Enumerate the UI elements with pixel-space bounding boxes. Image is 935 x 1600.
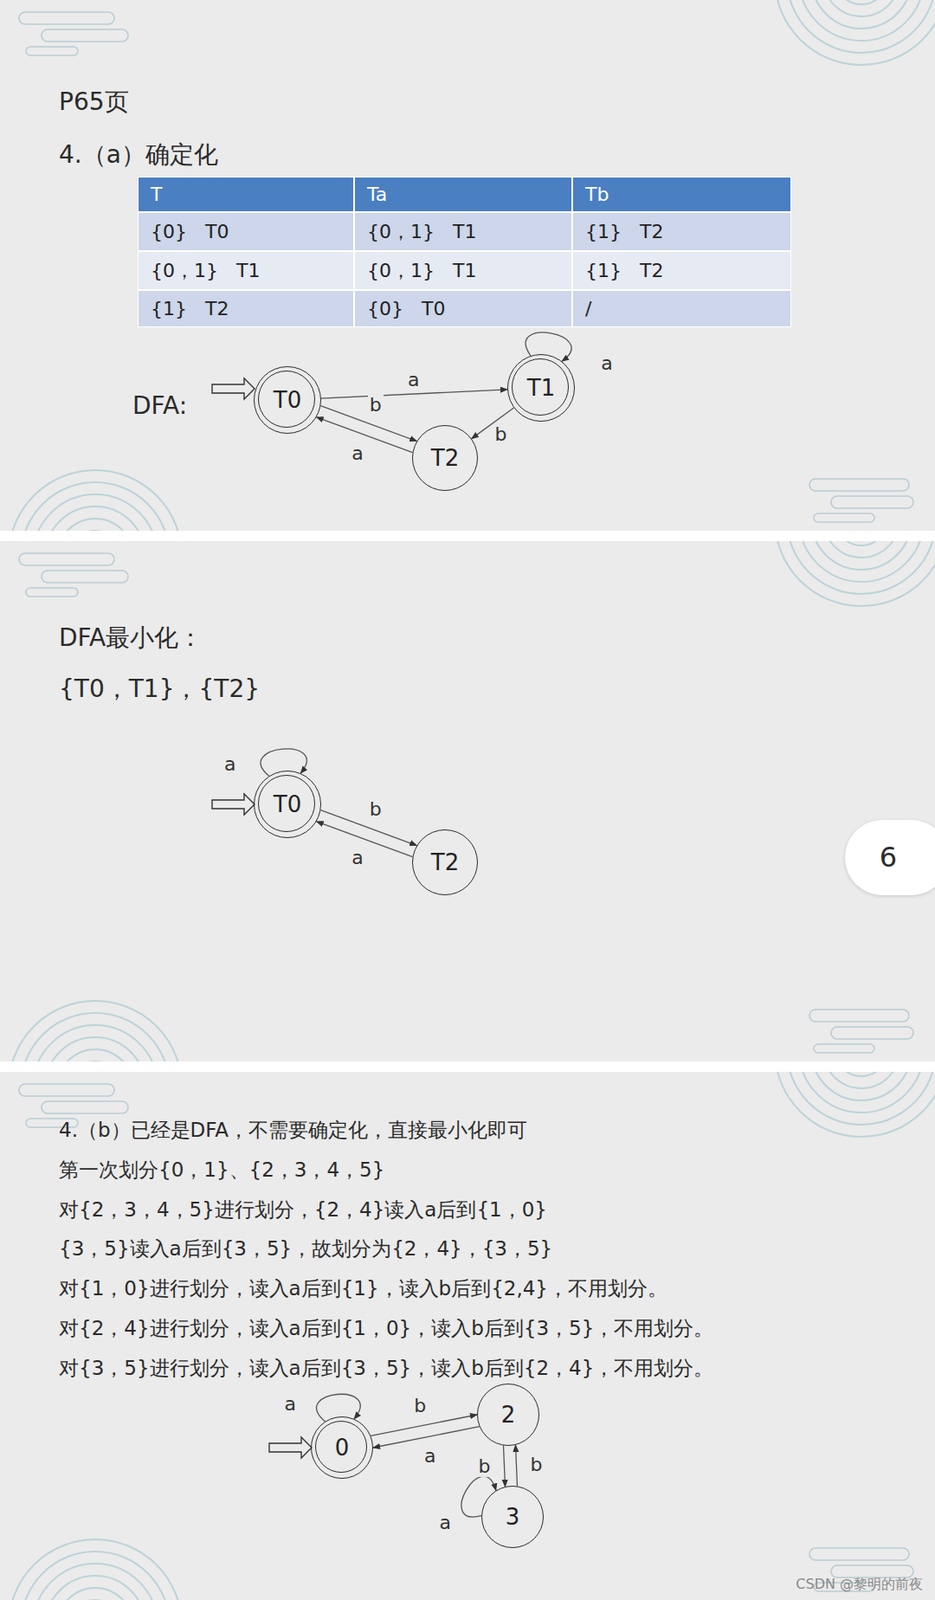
cell-text: {1} T2 [150, 297, 229, 320]
transition-arrow [321, 389, 508, 399]
state-label: 3 [505, 1503, 521, 1530]
table-cell: {1} T2 [137, 290, 355, 328]
table-cell: {0，1} T1 [354, 251, 573, 291]
page-number: 6 [879, 840, 897, 874]
cell-text: {1} T2 [585, 259, 664, 282]
dfa-caption: DFA: [132, 391, 187, 421]
cell-text: Tb [585, 183, 609, 206]
state-label: T2 [431, 444, 459, 471]
transition-label: a [282, 1393, 297, 1415]
cell-text: T [150, 183, 162, 206]
table-cell: {0} T0 [137, 212, 355, 252]
slide-panel [0, 541, 935, 1062]
page-ref: P65页 [58, 87, 129, 117]
table-cell: {0} T0 [354, 290, 573, 328]
accept-state: T1 [507, 354, 575, 422]
state-label: T2 [431, 849, 459, 876]
transition-label: b [367, 393, 384, 415]
transition-label: a [349, 443, 365, 465]
table-header-cell: Ta [354, 176, 573, 213]
start-arrow [212, 378, 255, 400]
table-cell: {0，1} T1 [137, 251, 355, 291]
table-header-cell: T [137, 176, 355, 213]
transition-label: b [493, 424, 510, 445]
cell-text: {0，1} T1 [367, 219, 477, 246]
transition-label: a [349, 847, 365, 869]
accept-state: T0 [253, 770, 322, 839]
state-label: T0 [273, 791, 302, 818]
section-heading: 4.（a）确定化 [58, 140, 219, 170]
transition-arrow [515, 1444, 517, 1486]
section-heading: DFA最小化： [58, 623, 203, 653]
cell-text: {0，1} T1 [150, 257, 260, 284]
state-label: 0 [335, 1434, 350, 1461]
cell-text: / [585, 297, 592, 320]
explanation-line: 对{3，5}进行划分，读入a后到{3，5}，读入b后到{2，4}，不用划分。 [58, 1356, 714, 1381]
start-arrow [212, 793, 255, 815]
state-label: T1 [527, 374, 555, 401]
transition-arrow [461, 1476, 497, 1517]
table-header-cell: Tb [572, 176, 792, 213]
start-arrow [269, 1437, 312, 1458]
cell-text: Ta [367, 183, 387, 206]
table-cell: {1} T2 [572, 212, 792, 252]
cell-text: {1} T2 [585, 220, 664, 243]
transition-label: a [438, 1512, 453, 1534]
state-circle: 3 [481, 1485, 544, 1548]
explanation-line: 对{2，4}进行划分，读入a后到{1，0}，读入b后到{3，5}，不用划分。 [58, 1316, 714, 1342]
partition-text: {T0，T1}，{T2} [58, 674, 260, 704]
explanation-line: 对{1，0}进行划分，读入a后到{1}，读入b后到{2,4}，不用划分。 [58, 1276, 668, 1302]
transition-label: a [422, 1445, 438, 1467]
accept-state: 0 [310, 1416, 374, 1479]
cell-text: {0} T0 [150, 220, 229, 243]
state-circle: T2 [412, 829, 478, 896]
explanation-line: {3，5}读入a后到{3，5}，故划分为{2，4}，{3，5} [58, 1237, 553, 1262]
transition-label: b [528, 1454, 544, 1476]
transition-arrow [370, 1414, 478, 1436]
transition-arrow [316, 1393, 362, 1421]
transition-label: a [599, 353, 614, 374]
explanation-line: 第一次划分{0，1}、{2，3，4，5} [58, 1158, 385, 1183]
slide-decoration [0, 541, 935, 1062]
table-cell: / [572, 290, 792, 328]
transition-arrow [525, 332, 572, 362]
cell-text: {0} T0 [367, 297, 445, 320]
transition-arrow [373, 1426, 480, 1448]
table-cell: {1} T2 [572, 251, 792, 291]
accept-state: T0 [253, 366, 322, 434]
state-label: 2 [501, 1401, 516, 1428]
state-label: T0 [273, 386, 302, 413]
transition-label: a [222, 753, 238, 774]
explanation-line: 对{2，3，4，5}进行划分，{2，4}读入a后到{1，0} [58, 1198, 548, 1223]
transition-label: a [406, 369, 421, 391]
cell-text: {0，1} T1 [367, 257, 477, 284]
explanation-line: 4.（b）已经是DFA，不需要确定化，直接最小化即可 [58, 1118, 528, 1143]
transition-label: b [367, 798, 384, 819]
transition-label: b [412, 1394, 428, 1416]
transition-label: b [477, 1456, 493, 1477]
transition-arrow [503, 1445, 506, 1487]
table-cell: {0，1} T1 [354, 212, 573, 252]
state-circle: 2 [477, 1383, 540, 1446]
transition-arrow [260, 748, 307, 776]
state-circle: T2 [412, 425, 478, 491]
watermark: CSDN @黎明的前夜 [795, 1575, 923, 1593]
